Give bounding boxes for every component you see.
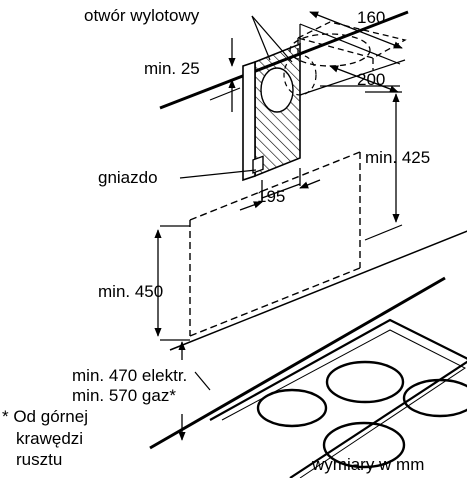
dimension-arrows — [154, 11, 403, 441]
dimension-200: 200 — [357, 70, 386, 89]
cooktop — [149, 276, 467, 479]
footnote: * Od górnej krawędzi rusztu — [2, 406, 88, 471]
duct-outline — [289, 21, 407, 70]
units-label: wymiary w mm — [312, 455, 425, 474]
outlet-label: otwór wylotowy — [84, 6, 200, 25]
dimension-min-25: min. 25 — [144, 59, 200, 78]
socket-icon — [252, 155, 264, 174]
footnote-line: krawędzi — [16, 428, 84, 448]
socket-label: gniazdo — [98, 168, 158, 187]
footnote-line: rusztu — [16, 450, 63, 469]
dimension-min-425: min. 425 — [365, 148, 431, 167]
chimney-panel — [242, 42, 317, 182]
footnote-line: * Od górnej — [2, 407, 88, 426]
burner-1 — [325, 360, 405, 404]
dimension-195: 195 — [257, 187, 286, 206]
hood-outline — [189, 151, 361, 337]
dimension-min-470: min. 470 elektr. — [72, 366, 188, 385]
outlet-opening — [260, 67, 294, 113]
burner-4 — [402, 378, 467, 418]
dimension-min-450: min. 450 — [98, 282, 164, 301]
reference-lines — [160, 23, 467, 351]
leader-lines — [179, 15, 293, 391]
dimension-160: 160 — [357, 8, 386, 27]
burner-3 — [322, 421, 406, 469]
burner-2 — [256, 388, 328, 428]
dimension-min-570: min. 570 gaz* — [72, 386, 176, 405]
